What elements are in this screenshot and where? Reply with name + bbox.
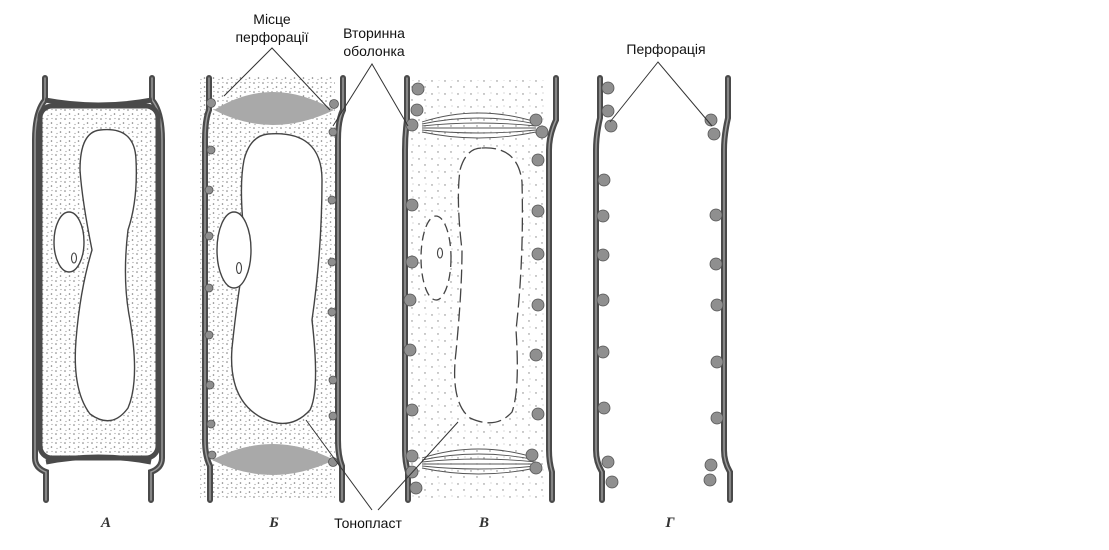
label-perforation-site-line2: перфорації bbox=[235, 29, 308, 45]
cell-b bbox=[200, 75, 346, 503]
cell-g bbox=[593, 75, 733, 503]
pointer-tonoplast-b bbox=[305, 419, 373, 511]
cell-v-nucleus-dashed bbox=[420, 215, 452, 301]
label-perforation-site-line1: Місце bbox=[253, 11, 291, 27]
cell-a-nucleolus bbox=[70, 252, 78, 264]
pointer-tonoplast-v bbox=[377, 421, 459, 511]
label-secondary-wall-line1: Вторинна bbox=[343, 25, 405, 41]
cell-v-vacuole-dashed bbox=[453, 147, 524, 424]
panel-label-v: В bbox=[478, 515, 489, 531]
panel-label-a: А bbox=[100, 515, 111, 531]
cell-b-nucleolus bbox=[235, 261, 243, 275]
cell-v bbox=[402, 75, 559, 503]
cell-g-thickenings bbox=[596, 81, 724, 489]
pointer-perforation-site bbox=[223, 47, 331, 111]
cell-b-vacuole bbox=[230, 133, 323, 425]
cell-a bbox=[32, 75, 165, 503]
cell-v-thickenings bbox=[403, 82, 549, 495]
pointer-perforation bbox=[609, 61, 713, 127]
pointer-lines bbox=[223, 47, 713, 511]
label-tonoplast: Тонопласт bbox=[334, 515, 402, 531]
cell-a-end-wall-top bbox=[44, 97, 153, 108]
cell-a-end-wall-bottom bbox=[45, 454, 152, 465]
cell-b-perforation-top bbox=[214, 92, 334, 125]
pointer-secondary-wall bbox=[332, 63, 409, 127]
label-perforation: Перфорація bbox=[626, 41, 705, 57]
panel-label-g: Г bbox=[664, 515, 675, 531]
cell-b-perforation-bottom bbox=[212, 444, 334, 475]
cell-b-nucleus bbox=[216, 211, 252, 289]
label-secondary-wall-line2: оболонка bbox=[343, 43, 405, 59]
cell-v-nucleolus bbox=[436, 247, 444, 259]
cell-v-fibrous-plate-bottom bbox=[421, 448, 537, 475]
cell-a-nucleus bbox=[53, 211, 85, 273]
cell-v-fibrous-plate-top bbox=[421, 112, 537, 139]
panel-label-b: Б bbox=[268, 515, 279, 531]
cell-a-vacuole bbox=[74, 128, 137, 422]
